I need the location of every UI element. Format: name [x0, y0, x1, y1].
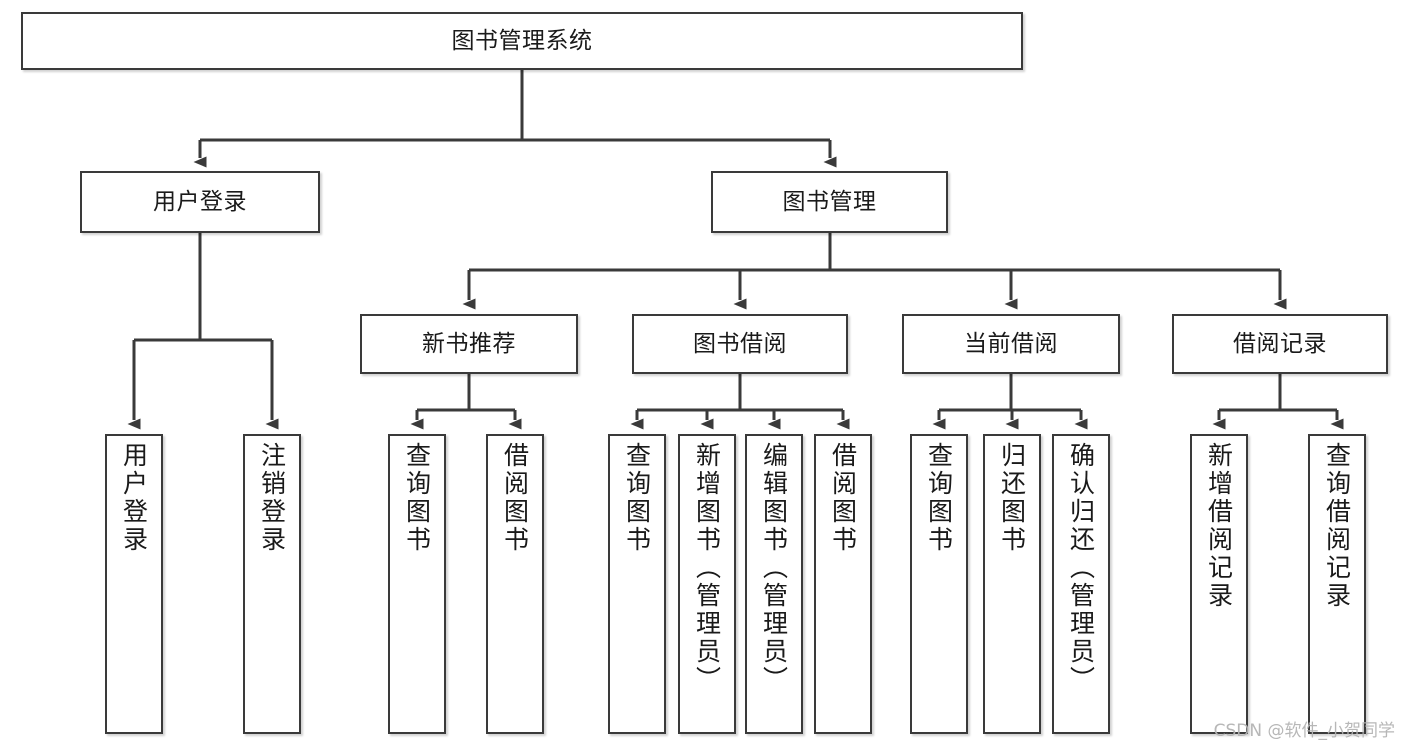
node-book-manage-label: 图书管理 [782, 188, 877, 215]
csdn-watermark: CSDN @软件_小贺同学 [1213, 721, 1395, 741]
node-user-login[interactable]: 用户登录 [80, 171, 320, 233]
node-leaf-bb-borrow-book-label: 借阅图书 [828, 442, 858, 554]
node-borrow-record[interactable]: 借阅记录 [1172, 314, 1388, 374]
node-leaf-cb-query-book-label: 查询图书 [924, 442, 954, 554]
node-book-manage[interactable]: 图书管理 [711, 171, 948, 233]
node-leaf-user-logout-label: 注销登录 [257, 442, 287, 554]
node-leaf-user-login-label: 用户登录 [119, 442, 149, 554]
node-leaf-br-query-record-label: 查询借阅记录 [1322, 442, 1352, 610]
node-leaf-bb-add-book-label: 新增图书（管理员） [692, 442, 722, 694]
node-leaf-bb-add-book[interactable]: 新增图书（管理员） [678, 434, 736, 734]
node-leaf-user-logout[interactable]: 注销登录 [243, 434, 301, 734]
node-leaf-cb-return-book[interactable]: 归还图书 [983, 434, 1041, 734]
node-book-borrow-label: 图书借阅 [693, 330, 787, 357]
node-current-borrow-label: 当前借阅 [964, 330, 1058, 357]
node-new-book-rec-label: 新书推荐 [422, 330, 516, 357]
node-leaf-rec-query-book-label: 查询图书 [402, 442, 432, 554]
node-leaf-rec-borrow-book-label: 借阅图书 [500, 442, 530, 554]
node-leaf-bb-edit-book-label: 编辑图书（管理员） [759, 442, 789, 694]
node-current-borrow[interactable]: 当前借阅 [902, 314, 1120, 374]
node-leaf-br-query-record[interactable]: 查询借阅记录 [1308, 434, 1366, 734]
node-leaf-br-add-record[interactable]: 新增借阅记录 [1190, 434, 1248, 734]
node-root[interactable]: 图书管理系统 [21, 12, 1023, 70]
node-leaf-cb-confirm-return[interactable]: 确认归还（管理员） [1052, 434, 1110, 734]
node-leaf-bb-borrow-book[interactable]: 借阅图书 [814, 434, 872, 734]
node-borrow-record-label: 借阅记录 [1233, 330, 1327, 357]
node-user-login-label: 用户登录 [153, 188, 247, 215]
node-leaf-user-login[interactable]: 用户登录 [105, 434, 163, 734]
node-leaf-bb-query-book-label: 查询图书 [622, 442, 652, 554]
node-leaf-cb-return-book-label: 归还图书 [997, 442, 1027, 554]
node-leaf-cb-query-book[interactable]: 查询图书 [910, 434, 968, 734]
node-leaf-rec-query-book[interactable]: 查询图书 [388, 434, 446, 734]
node-leaf-br-add-record-label: 新增借阅记录 [1204, 442, 1234, 610]
node-leaf-bb-edit-book[interactable]: 编辑图书（管理员） [745, 434, 803, 734]
node-leaf-cb-confirm-return-label: 确认归还（管理员） [1066, 442, 1096, 694]
node-book-borrow[interactable]: 图书借阅 [632, 314, 848, 374]
node-root-label: 图书管理系统 [451, 27, 593, 54]
node-leaf-rec-borrow-book[interactable]: 借阅图书 [486, 434, 544, 734]
node-new-book-rec[interactable]: 新书推荐 [360, 314, 578, 374]
node-leaf-bb-query-book[interactable]: 查询图书 [608, 434, 666, 734]
